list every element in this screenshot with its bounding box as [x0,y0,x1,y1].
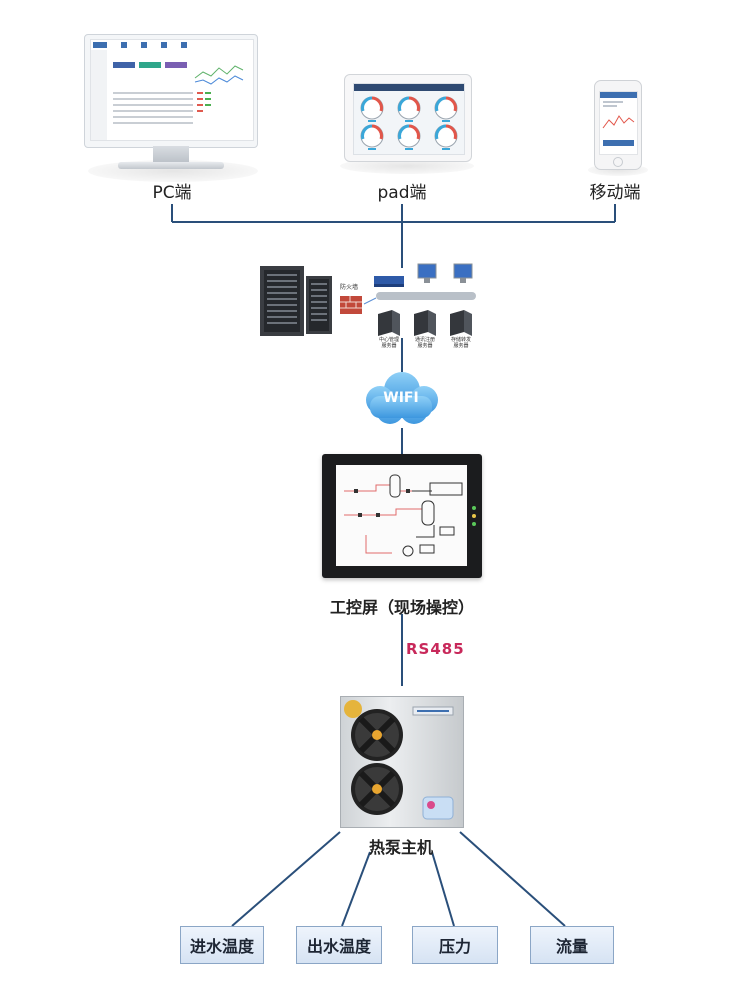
sensor-flow: 流量 [530,926,614,964]
pad-gauges-graphic [354,84,464,150]
sensor-outlet-temp: 出水温度 [296,926,382,964]
wifi-label: WIFI [383,390,419,406]
pc-monitor [84,34,258,148]
hmi-status-led-2 [472,514,476,518]
sensor-line-1 [231,831,341,927]
mobile-label: 移动端 [589,183,641,203]
firewall-label: 防火墙 [340,284,359,291]
phone-home-button [613,157,623,167]
mobile-screen [599,91,638,155]
pc-stand-neck [153,146,189,164]
sensor-line-3 [431,851,455,927]
server-3-label: 存储转发 服务器 [444,337,478,349]
rs485-label: RS485 [406,640,465,658]
server-3-line2: 服务器 [453,343,469,349]
server-1-label: 中心管理 服务器 [372,337,406,349]
mobile-chart-graphic [600,92,637,146]
hmi-screen [336,465,467,566]
hmi-panel [322,454,482,578]
pc-dashboard-screen [90,39,254,141]
heat-pump-unit [340,696,464,828]
heat-pump-graphic [344,700,454,820]
wifi-cloud-icon [366,372,438,424]
pad-label: pad端 [377,183,427,203]
server-1-line1: 中心管理 [378,337,399,343]
pc-dashboard-graphic [91,40,253,140]
server-network-graphic [260,263,476,336]
server-2-line1: 通讯注册 [414,337,435,343]
server-1-line2: 服务器 [381,343,397,349]
pad-device [344,74,472,162]
pc-label: PC端 [152,183,192,203]
sensor-line-4 [459,831,566,927]
sensor-line-2 [341,851,371,927]
hmi-label: 工控屏（现场操控） [329,598,474,617]
hmi-status-led-3 [472,522,476,526]
hmi-status-led-1 [472,506,476,510]
hmi-process-diagram [344,474,463,557]
heat-pump-label: 热泵主机 [368,838,433,857]
server-2-line2: 服务器 [417,343,433,349]
server-3-line1: 存储转发 [450,337,471,343]
mobile-device [594,80,642,170]
pc-stand-base [118,162,224,169]
sensor-inlet-temp: 进水温度 [180,926,264,964]
sensor-pressure: 压力 [412,926,498,964]
pad-shadow [340,158,474,174]
pad-gauge-screen [353,83,465,155]
server-2-label: 通讯注册 服务器 [408,337,442,349]
